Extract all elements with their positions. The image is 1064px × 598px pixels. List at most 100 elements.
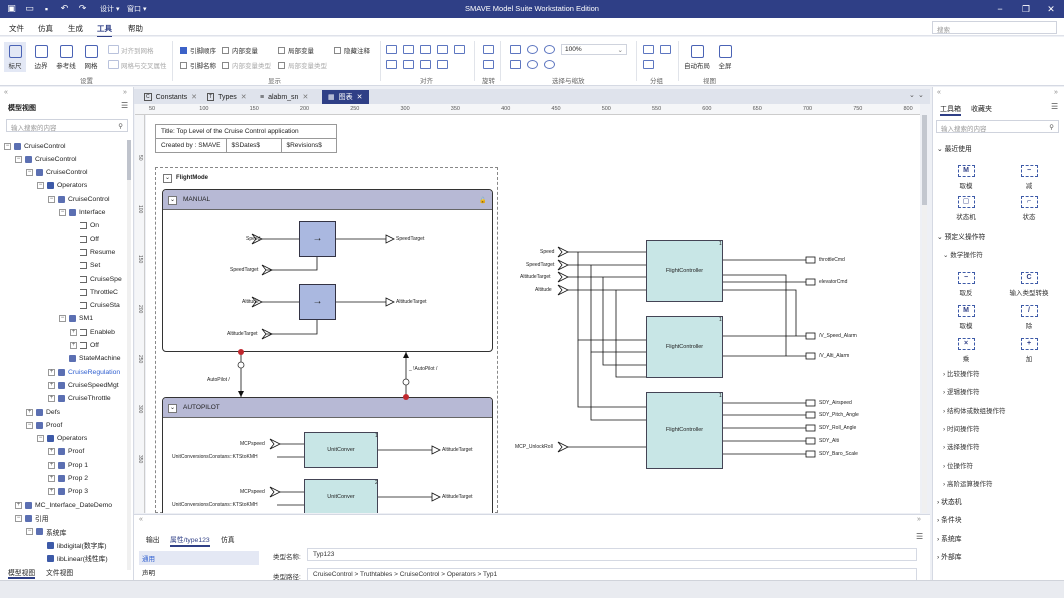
- tree-item[interactable]: −SM1: [59, 313, 93, 325]
- expand-icon[interactable]: +: [48, 368, 55, 376]
- grid-button[interactable]: 网格: [80, 45, 102, 70]
- expand-icon[interactable]: −: [4, 142, 11, 150]
- menu-generate[interactable]: 生成: [68, 24, 83, 33]
- ungroup-icon[interactable]: [660, 45, 671, 54]
- local-var-checkbox[interactable]: 局部变量: [278, 45, 314, 55]
- tree-item[interactable]: −CruiseControl: [48, 193, 110, 205]
- ruler-button[interactable]: 标尺: [4, 42, 26, 72]
- close-icon[interactable]: ✕: [240, 94, 247, 101]
- boundary-button[interactable]: 边界: [30, 45, 52, 70]
- design-menu[interactable]: 设计 ▾: [100, 6, 120, 13]
- zoom-select[interactable]: 100%⌄: [561, 44, 627, 55]
- tree-item[interactable]: +Enableb: [70, 326, 115, 338]
- tree-item[interactable]: +Defs: [26, 406, 60, 418]
- align-top-icon[interactable]: [386, 60, 397, 69]
- collapse-right-icon[interactable]: »: [917, 516, 921, 523]
- close-icon[interactable]: ✕: [191, 94, 198, 101]
- grid-cross-button[interactable]: 网格与交叉属性: [121, 63, 167, 70]
- fullscreen-button[interactable]: 全屏: [714, 45, 736, 70]
- menu-icon[interactable]: ☰: [1051, 102, 1059, 111]
- tree-scrollbar[interactable]: [127, 140, 131, 570]
- tree-item[interactable]: −Proof: [26, 419, 62, 431]
- tree-item[interactable]: Resume: [70, 246, 115, 258]
- diagram-canvas[interactable]: Title: Top Level of the Cruise Control a…: [146, 115, 920, 513]
- expand-icon[interactable]: +: [48, 475, 55, 482]
- type-name-field[interactable]: Typ123: [307, 548, 917, 561]
- collapse-right-icon[interactable]: »: [123, 89, 127, 96]
- group-edit-icon[interactable]: [643, 60, 654, 69]
- expand-icon[interactable]: −: [15, 155, 22, 163]
- tab-list-icon[interactable]: ⌄: [909, 92, 915, 99]
- tree-item[interactable]: +Off: [70, 340, 99, 352]
- section-item[interactable]: › 条件块: [937, 514, 962, 524]
- subsection-item[interactable]: › 高阶运算操作符: [943, 478, 992, 488]
- model-search-input[interactable]: 输入搜索的内容⚲: [6, 119, 128, 132]
- tree-item[interactable]: −引用: [15, 512, 49, 524]
- tree-item[interactable]: Off: [70, 233, 99, 245]
- tree-item[interactable]: −CruiseControl: [4, 140, 66, 152]
- collapse-left-icon[interactable]: «: [139, 516, 143, 523]
- tab-simulation[interactable]: 仿真: [221, 537, 235, 544]
- local-var-type-checkbox[interactable]: 局部变量类型: [278, 60, 327, 70]
- rotate-icon[interactable]: [483, 45, 494, 54]
- align-bottom-icon[interactable]: [420, 60, 431, 69]
- tree-item[interactable]: −Operators: [37, 433, 87, 445]
- altitude-operator-block[interactable]: →: [299, 284, 336, 320]
- open-folder-icon[interactable]: ▭: [25, 3, 34, 13]
- tree-item[interactable]: +Prop 1: [48, 459, 88, 471]
- expand-icon[interactable]: −: [59, 209, 66, 216]
- tool-item[interactable]: −减: [1009, 165, 1049, 190]
- tool-item[interactable]: ▢状态机: [946, 196, 986, 221]
- pin-order-checkbox[interactable]: 引脚顺序: [180, 45, 216, 55]
- tab-properties[interactable]: 属性/type123: [170, 534, 210, 547]
- tree-item[interactable]: Set: [70, 260, 100, 272]
- tree-item[interactable]: −Interface: [59, 207, 105, 219]
- subsection-item[interactable]: › 选择操作符: [943, 441, 979, 451]
- tree-item[interactable]: +Prop 3: [48, 486, 88, 498]
- tree-item[interactable]: +Prop 2: [48, 473, 88, 485]
- section-math[interactable]: ⌄ 数学操作符: [943, 252, 983, 259]
- transition-autopilot[interactable]: AutoPilot /: [207, 377, 230, 383]
- expand-icon[interactable]: −: [26, 528, 33, 536]
- close-icon[interactable]: ✕: [1047, 4, 1055, 14]
- collapse-left-icon[interactable]: «: [937, 89, 941, 96]
- tab-list-icon[interactable]: ⌄: [918, 92, 924, 99]
- distribute-h-icon[interactable]: [454, 45, 465, 54]
- tree-item[interactable]: +CruiseThrottle: [48, 393, 111, 405]
- unit-conver-block-1[interactable]: UnitConver: [304, 432, 378, 468]
- tree-item[interactable]: StateMachine: [59, 353, 121, 365]
- tab-output[interactable]: 输出: [146, 537, 160, 544]
- section-recent[interactable]: ⌄ 最近使用: [937, 146, 972, 153]
- tree-item[interactable]: −Operators: [37, 180, 87, 192]
- expand-icon[interactable]: −: [15, 514, 22, 522]
- menu-icon[interactable]: ☰: [916, 532, 924, 541]
- section-item[interactable]: › 状态机: [937, 496, 962, 506]
- expand-icon[interactable]: +: [26, 408, 33, 416]
- tool-item[interactable]: /除: [1009, 305, 1049, 330]
- unit-conver-block-2[interactable]: UnitConver: [304, 479, 378, 513]
- zoom-area-icon[interactable]: [544, 60, 555, 69]
- expand-icon[interactable]: +: [48, 395, 55, 403]
- flight-controller-2[interactable]: FlightController: [646, 316, 723, 378]
- tool-item[interactable]: +加: [1009, 338, 1049, 363]
- restore-icon[interactable]: ❐: [1021, 4, 1031, 14]
- subsection-item[interactable]: › 位操作符: [943, 460, 973, 470]
- expand-icon[interactable]: −: [26, 421, 33, 429]
- unlock-icon[interactable]: 🔓: [479, 198, 487, 204]
- undo-icon[interactable]: ↶: [60, 3, 69, 13]
- align-middle-icon[interactable]: [403, 60, 414, 69]
- menu-help[interactable]: 帮助: [128, 24, 143, 33]
- group-icon[interactable]: [643, 45, 654, 54]
- flight-controller-3[interactable]: FlightController: [646, 392, 723, 469]
- tree-item[interactable]: ThrottleC: [70, 286, 118, 298]
- close-icon[interactable]: ✕: [356, 94, 363, 101]
- menu-icon[interactable]: ☰: [121, 101, 129, 110]
- expand-icon[interactable]: +: [48, 488, 55, 496]
- zoom-out-icon[interactable]: [544, 45, 555, 54]
- tree-item[interactable]: CruiseSpe: [70, 273, 122, 285]
- subsection-item[interactable]: › 结构体或数组操作符: [943, 405, 1005, 415]
- section-item[interactable]: › 系统库: [937, 533, 962, 543]
